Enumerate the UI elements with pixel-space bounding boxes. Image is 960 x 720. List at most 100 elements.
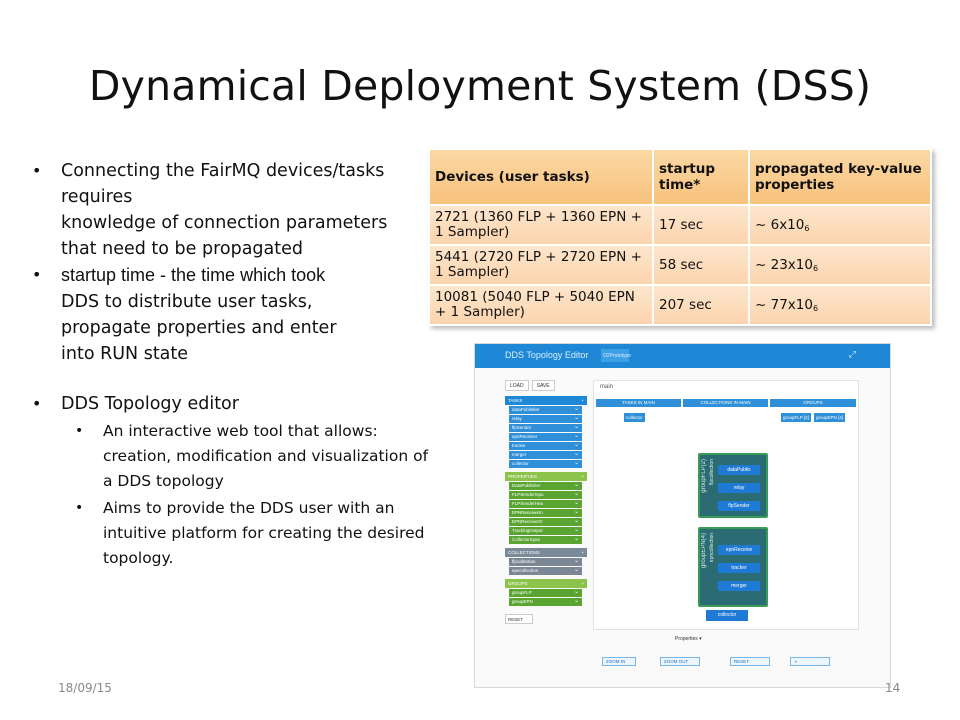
table-cell: ~ 6x106 xyxy=(748,204,932,246)
bullet-text: DDS Topology editor xyxy=(61,394,239,414)
task-item[interactable]: dataPublisher xyxy=(509,406,582,414)
node-relay[interactable]: relay xyxy=(718,483,760,493)
props-exponent: 6 xyxy=(812,263,819,273)
topology-chip[interactable]: O2Prototype xyxy=(601,349,631,362)
sidebar-reset-button[interactable]: RESET xyxy=(505,614,533,624)
add-icon[interactable]: + xyxy=(581,398,584,403)
flp-collection-label: flpcollection xyxy=(709,459,715,486)
group-epn-label: groupEPN(4) xyxy=(701,533,707,569)
props-value: ~ 77x10 xyxy=(755,296,813,313)
table-cell: ~ 77x106 xyxy=(748,284,932,326)
properties-section[interactable]: PROPERTIES + xyxy=(505,472,587,481)
bullet-topology-editor: DDS Topology editor xyxy=(32,391,432,417)
task-item[interactable]: collector xyxy=(509,460,582,468)
group-flp-box[interactable]: groupFLP(2) flpcollection dataPublis rel… xyxy=(698,453,768,518)
theme-toggle[interactable]: ◑ xyxy=(790,657,830,666)
task-item[interactable]: flpSender xyxy=(509,424,582,432)
table-header: startup time* xyxy=(652,148,750,206)
collection-item[interactable]: flpcollection xyxy=(509,558,582,566)
editor-canvas: main TASKS IN MAIN COLLECTIONS IN MAIN G… xyxy=(593,380,859,666)
bullet-lead: startup time xyxy=(61,265,156,285)
props-value: ~ 6x10 xyxy=(755,216,805,233)
group-item[interactable]: groupEPN xyxy=(509,598,582,606)
collections-in-main-header: COLLECTIONS IN MAIN xyxy=(683,399,768,407)
bullet-text: knowledge of connection parameters xyxy=(61,213,388,233)
property-item[interactable]: FLPSenderHea xyxy=(509,500,582,508)
tasks-in-main-header: TASKS IN MAIN xyxy=(596,399,681,407)
load-button[interactable]: LOAD xyxy=(505,380,529,391)
property-item[interactable]: CollectorInput xyxy=(509,536,582,544)
bullet-startup-time: startup time - the time which took DDS t… xyxy=(32,262,432,367)
add-icon[interactable]: + xyxy=(581,581,584,586)
groupflp-cell[interactable]: groupFLP [2] xyxy=(781,413,811,422)
property-item[interactable]: EPNReceiverO xyxy=(509,518,582,526)
property-item[interactable]: EPNReceiverIn xyxy=(509,509,582,517)
editor-title: DDS Topology Editor xyxy=(505,350,589,360)
bullet-text: into RUN state xyxy=(61,344,189,364)
reset-button[interactable]: RESET xyxy=(730,657,770,666)
bullet-text: Connecting the FairMQ devices/tasks xyxy=(61,161,385,181)
table-cell: 58 sec xyxy=(652,244,750,286)
task-item[interactable]: tracker xyxy=(509,442,582,450)
main-label: main xyxy=(600,384,614,390)
property-item[interactable]: TrackingOutput xyxy=(509,527,582,535)
add-icon[interactable]: + xyxy=(581,550,584,555)
groupepn-cell[interactable]: groupEPN [4] xyxy=(814,413,846,422)
table-cell: 10081 (5040 FLP + 5040 EPN + 1 Sampler) xyxy=(428,284,654,326)
expand-icon[interactable]: ⤢ xyxy=(848,349,856,359)
editor-sidebar: LOAD SAVE TASKS + dataPublisher relay flp… xyxy=(505,380,587,624)
groups-section[interactable]: GROUPS + xyxy=(505,579,587,588)
table-row: 10081 (5040 FLP + 5040 EPN + 1 Sampler) … xyxy=(428,284,932,326)
zoom-in-button[interactable]: ZOOM IN xyxy=(602,657,636,666)
group-item[interactable]: groupFLP xyxy=(509,589,582,597)
save-button[interactable]: SAVE xyxy=(531,380,555,391)
task-item[interactable]: epnReceiver xyxy=(509,433,582,441)
node-merger[interactable]: merger xyxy=(718,581,760,591)
task-item[interactable]: merger xyxy=(509,451,582,459)
bullet-list: Connecting the FairMQ devices/tasks requ… xyxy=(32,158,432,571)
collections-section[interactable]: COLLECTIONS + xyxy=(505,548,587,557)
table-row: 5441 (2720 FLP + 2720 EPN + 1 Sampler) 5… xyxy=(428,244,932,286)
epn-collection-label: epncollection xyxy=(709,533,715,563)
section-label: TASKS xyxy=(508,398,523,403)
bullet-text: - the time which took xyxy=(155,265,326,285)
table-header: propagated key-value properties xyxy=(748,148,932,206)
table-cell: 17 sec xyxy=(652,204,750,246)
add-icon[interactable]: + xyxy=(581,474,584,479)
task-item[interactable]: relay xyxy=(509,415,582,423)
node-collector[interactable]: collector xyxy=(706,610,748,621)
properties-select[interactable]: Properties ▾ xyxy=(675,636,702,642)
groups-header: GROUPS xyxy=(770,399,856,407)
bullet-connecting: Connecting the FairMQ devices/tasks requ… xyxy=(32,158,432,262)
table-cell: 2721 (1360 FLP + 1360 EPN + 1 Sampler) xyxy=(428,204,654,246)
bullet-text: propagate properties and enter xyxy=(61,318,337,338)
node-datapublisher[interactable]: dataPublis xyxy=(718,465,760,475)
node-flpsender[interactable]: flpSender xyxy=(718,501,760,511)
section-label: COLLECTIONS xyxy=(508,550,540,555)
topology-editor-screenshot: DDS Topology Editor O2Prototype ⤢ LOAD S… xyxy=(474,343,891,688)
zoom-out-button[interactable]: ZOOM OUT xyxy=(660,657,700,666)
editor-titlebar: DDS Topology Editor O2Prototype ⤢ xyxy=(475,344,890,368)
node-tracker[interactable]: tracker xyxy=(718,563,760,573)
collector-cell[interactable]: collector xyxy=(624,413,645,422)
props-exponent: 6 xyxy=(804,223,810,233)
sub-bullet-interactive: An interactive web tool that allows: cre… xyxy=(61,419,432,494)
property-item[interactable]: FLPSenderInpu xyxy=(509,491,582,499)
bullet-text: requires xyxy=(61,187,133,207)
node-epnreceiver[interactable]: epnReceive xyxy=(718,545,760,555)
startup-table: Devices (user tasks) startup time* propa… xyxy=(428,148,932,326)
tasks-section[interactable]: TASKS + xyxy=(505,396,587,405)
table-cell: 5441 (2720 FLP + 2720 EPN + 1 Sampler) xyxy=(428,244,654,286)
group-epn-box[interactable]: groupEPN(4) epncollection epnReceive tra… xyxy=(698,527,768,607)
section-label: PROPERTIES xyxy=(508,474,537,479)
table-cell: 207 sec xyxy=(652,284,750,326)
group-flp-label: groupFLP(2) xyxy=(701,459,707,493)
sub-bullet-aims: Aims to provide the DDS user with an int… xyxy=(61,496,432,571)
props-exponent: 6 xyxy=(812,303,819,313)
collection-item[interactable]: epncollection xyxy=(509,567,582,575)
properties-select-label: Properties xyxy=(675,636,698,642)
property-item[interactable]: DataPublisher xyxy=(509,482,582,490)
bullet-text: DDS to distribute user tasks, xyxy=(61,292,313,312)
table-header: Devices (user tasks) xyxy=(428,148,654,206)
section-label: GROUPS xyxy=(508,581,528,586)
